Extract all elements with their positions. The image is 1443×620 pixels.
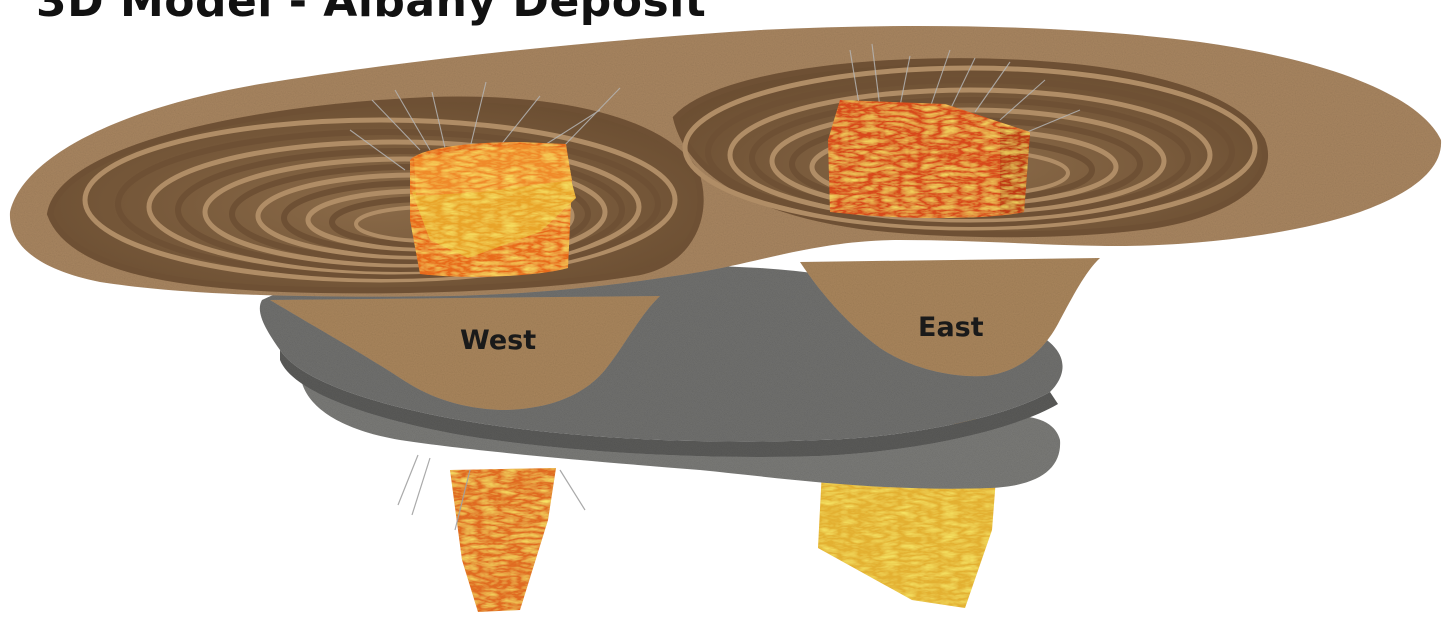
west-pit-label: West <box>460 325 536 356</box>
east-pit-label: East <box>918 312 984 343</box>
figure-title: 3D Model - Albany Deposit <box>36 0 706 27</box>
west-ore-body-lower <box>450 468 556 612</box>
west-ore-body-upper <box>410 142 576 277</box>
